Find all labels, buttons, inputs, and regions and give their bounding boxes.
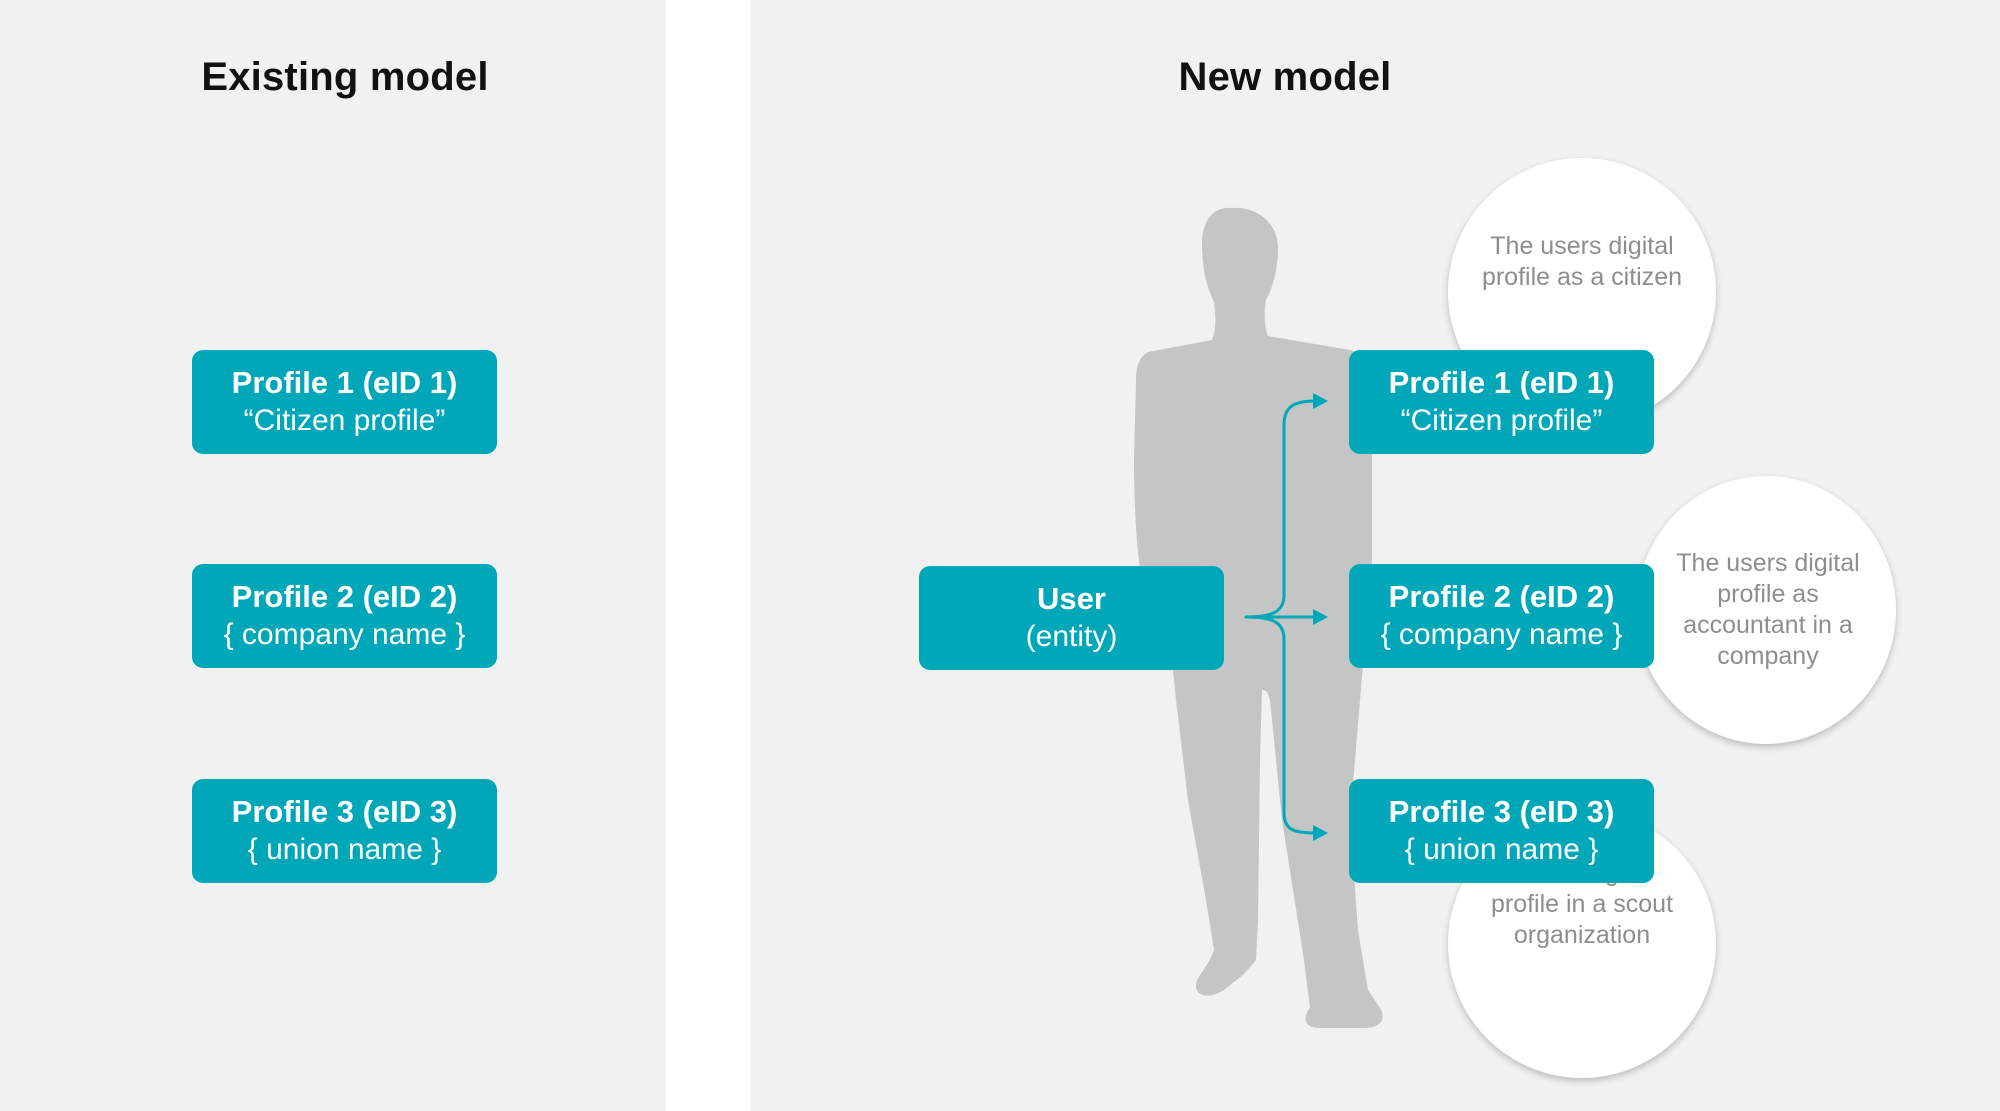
user-entity-box: User (entity) (919, 566, 1224, 670)
new-profile-3-title: Profile 3 (eID 3) (1388, 794, 1615, 829)
existing-profile-3-subtitle: { union name } (247, 833, 442, 866)
existing-profile-2-title: Profile 2 (eID 2) (231, 579, 458, 614)
new-profile-3-box: Profile 3 (eID 3) { union name } (1349, 779, 1654, 883)
user-subtitle: (entity) (1025, 620, 1118, 653)
new-model-title: New model (1178, 55, 1392, 99)
new-profile-2-box: Profile 2 (eID 2) { company name } (1349, 564, 1654, 668)
new-profile-1-title: Profile 1 (eID 1) (1388, 365, 1615, 400)
user-title: User (1037, 581, 1106, 616)
existing-profile-3-box: Profile 3 (eID 3) { union name } (192, 779, 497, 883)
existing-model-title: Existing model (201, 55, 489, 99)
new-profile-3-subtitle: { union name } (1404, 833, 1599, 866)
existing-profile-2-subtitle: { company name } (223, 618, 466, 651)
bubble-accountant: The users digital profile as accountant … (1636, 476, 1896, 744)
bubble-accountant-text: The users digital profile as accountant … (1676, 549, 1860, 670)
new-profile-2-title: Profile 2 (eID 2) (1388, 579, 1615, 614)
existing-profile-1-title: Profile 1 (eID 1) (231, 365, 458, 400)
new-profile-1-subtitle: “Citizen profile” (1400, 404, 1603, 437)
existing-profile-1-subtitle: “Citizen profile” (243, 404, 446, 437)
existing-profile-1-box: Profile 1 (eID 1) “Citizen profile” (192, 350, 497, 454)
existing-model-panel (0, 0, 666, 1111)
existing-profile-3-title: Profile 3 (eID 3) (231, 794, 458, 829)
new-profile-2-subtitle: { company name } (1380, 618, 1623, 651)
existing-profile-2-box: Profile 2 (eID 2) { company name } (192, 564, 497, 668)
new-profile-1-box: Profile 1 (eID 1) “Citizen profile” (1349, 350, 1654, 454)
bubble-citizen-text: The users digital profile as a citizen (1481, 232, 1683, 291)
